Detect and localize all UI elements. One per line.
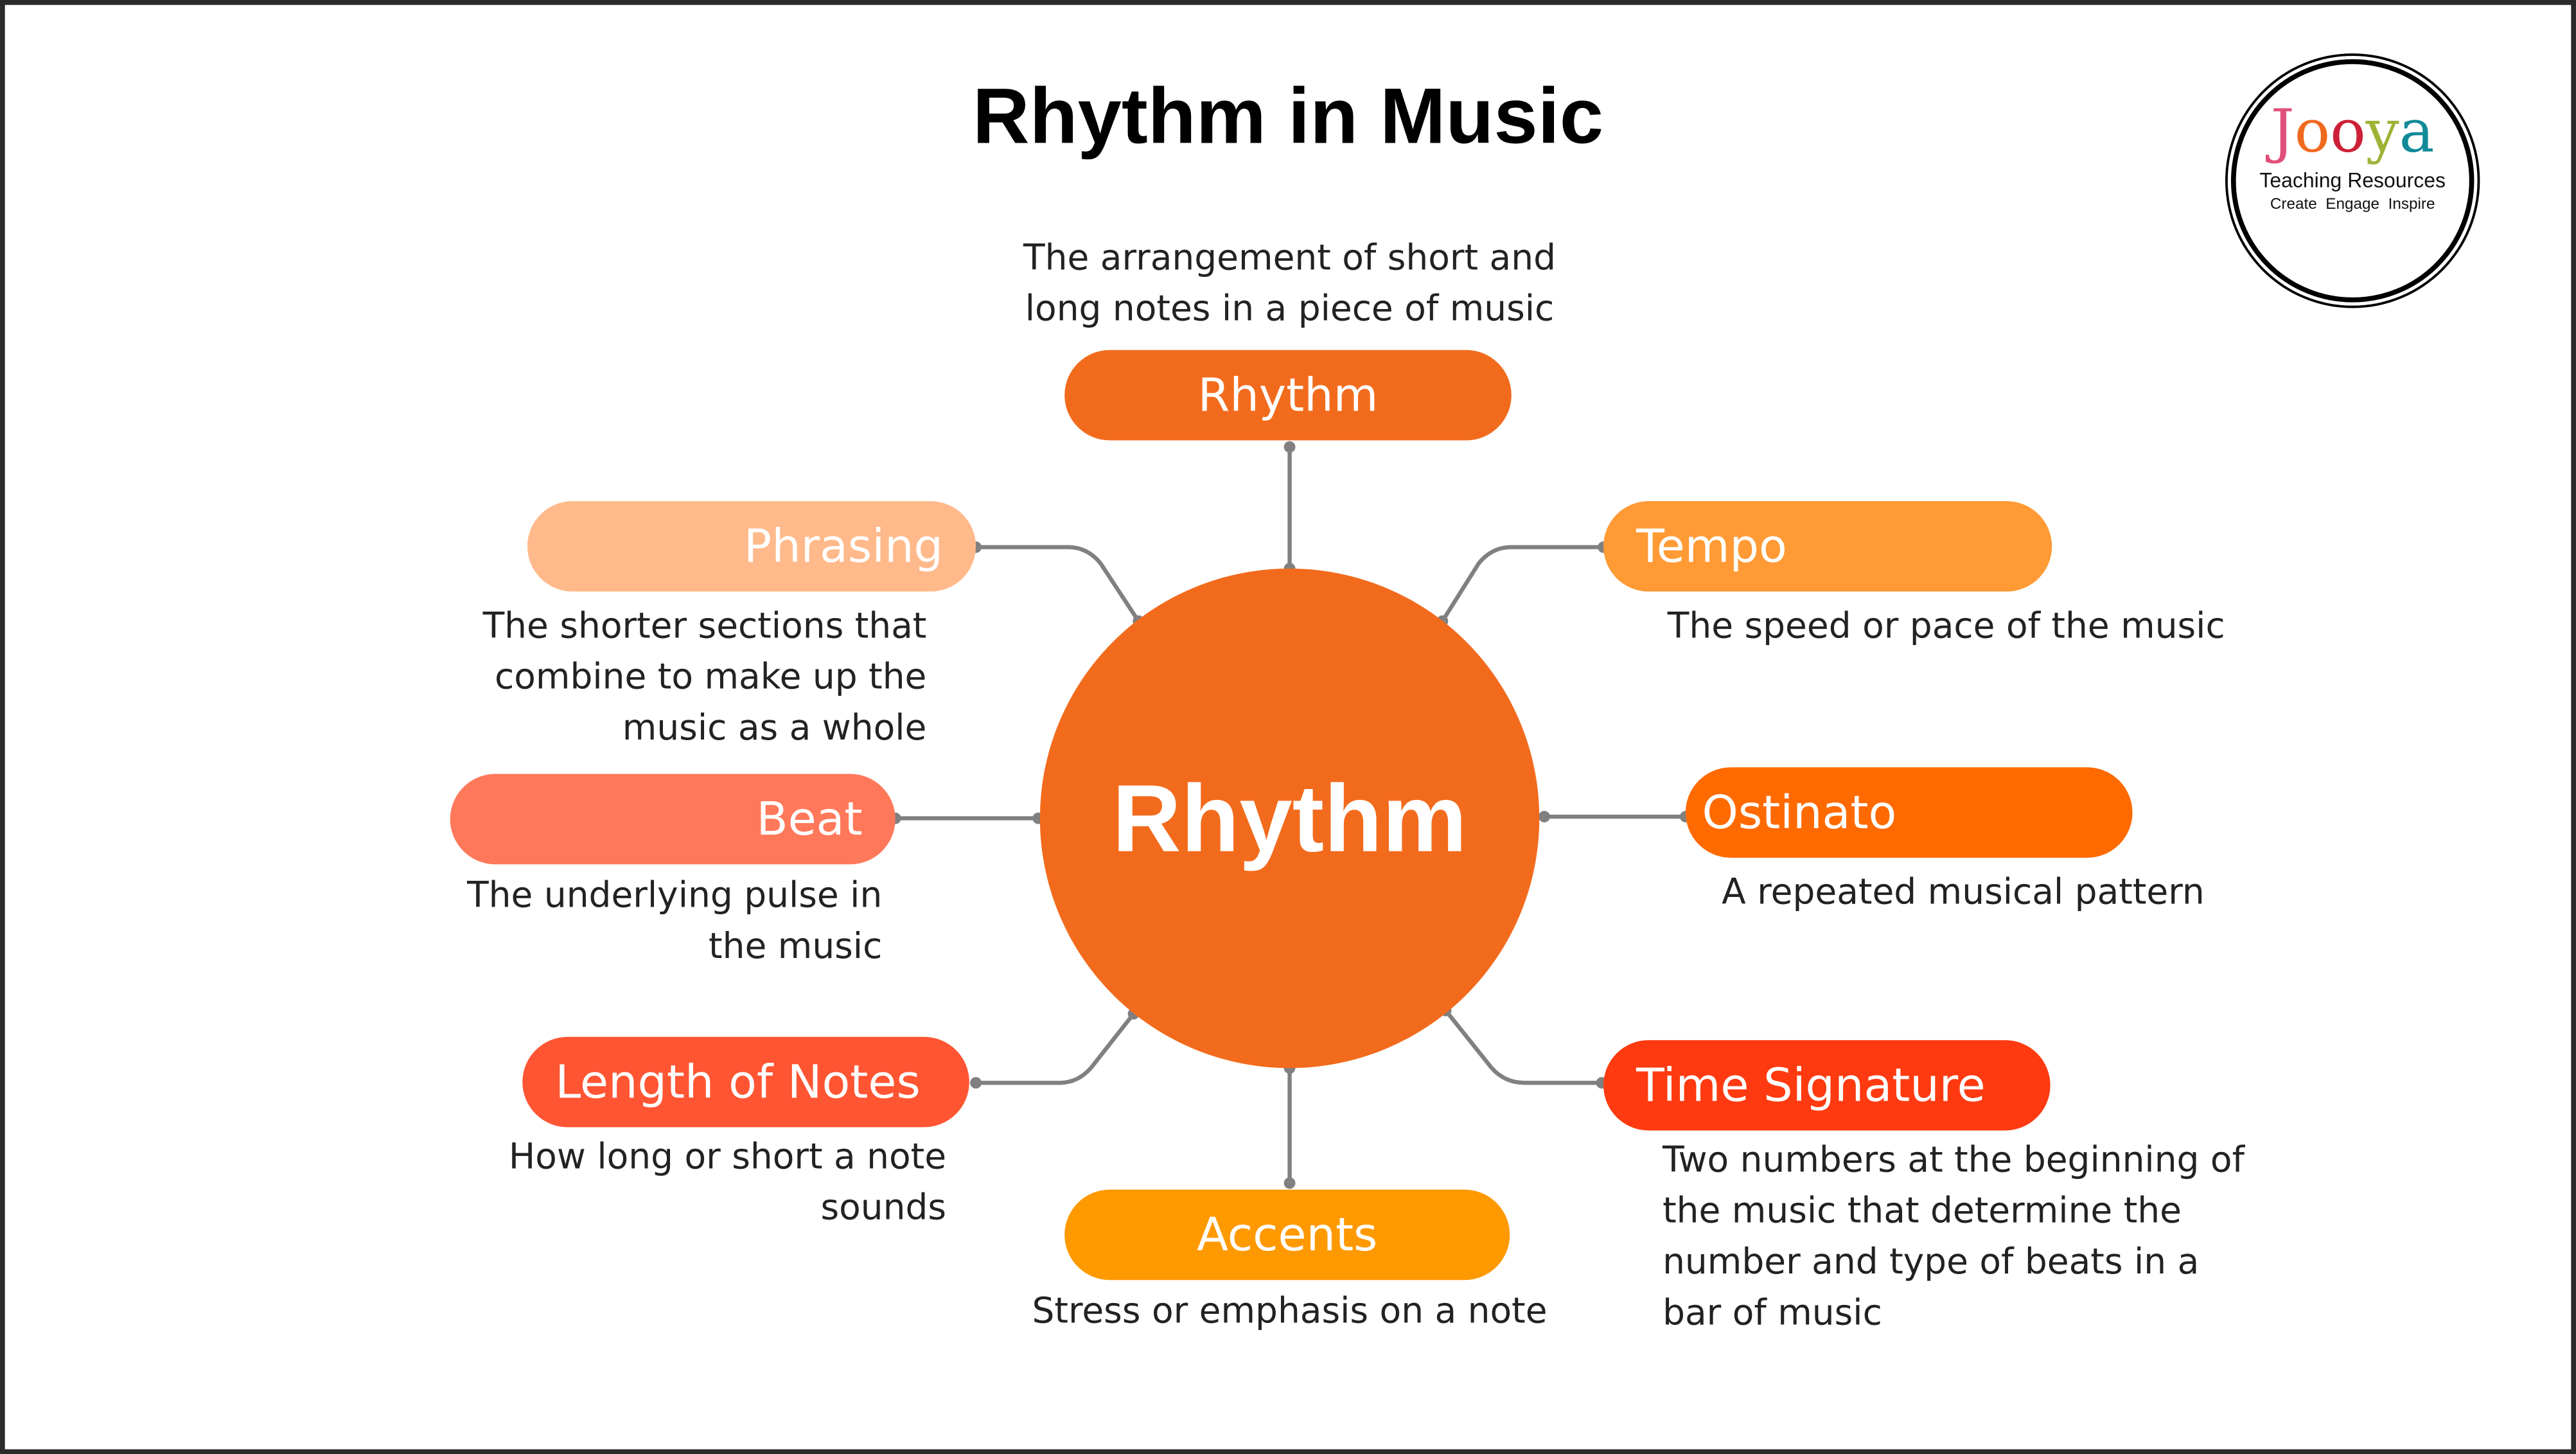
desc-line: long notes in a piece of music — [1025, 289, 1555, 331]
desc-line: The underlying pulse in — [467, 876, 883, 918]
desc-phrasing: The shorter sections that combine to make… — [483, 601, 927, 754]
desc-ostinato: A repeated musical pattern — [1722, 867, 2205, 918]
jooya-logo: Jooya Teaching Resources Create Engage I… — [2230, 59, 2475, 303]
connector-timesig — [1444, 1009, 1602, 1085]
node-time-signature: Time Signature — [1603, 1040, 2051, 1131]
connector-length — [976, 1012, 1136, 1085]
node-tempo: Tempo — [1603, 501, 2052, 592]
desc-line: The speed or pace of the music — [1667, 606, 2225, 648]
logo-tagline: Teaching Resources — [2259, 169, 2446, 193]
desc-line: Two numbers at the beginning of — [1663, 1140, 2245, 1182]
central-topic: Rhythm — [1039, 568, 1540, 1068]
desc-tempo: The speed or pace of the music — [1668, 601, 2225, 652]
desc-line: music as a whole — [622, 708, 927, 750]
desc-line: sounds — [820, 1188, 947, 1229]
node-length-of-notes: Length of Notes — [522, 1036, 969, 1128]
desc-line: the music — [709, 926, 883, 968]
logo-letter: o — [2294, 98, 2331, 166]
desc-line: The shorter sections that — [482, 606, 927, 648]
node-phrasing: Phrasing — [527, 501, 976, 592]
desc-line: How long or short a note — [508, 1137, 947, 1178]
desc-line: combine to make up the — [495, 657, 927, 698]
logo-letter: J — [2270, 98, 2295, 166]
logo-brand: Jooya — [2236, 100, 2469, 166]
logo-slogan: Create Engage Inspire — [2270, 195, 2435, 214]
desc-rhythm: The arrangement of short and long notes i… — [961, 233, 1618, 335]
node-accents: Accents — [1064, 1189, 1510, 1281]
desc-line: A repeated musical pattern — [1722, 872, 2205, 914]
desc-beat: The underlying pulse in the music — [467, 871, 882, 973]
node-ostinato: Ostinato — [1685, 767, 2133, 858]
desc-line: Stress or emphasis on a note — [1032, 1291, 1548, 1333]
page-title: Rhythm in Music — [972, 74, 1604, 161]
desc-length-of-notes: How long or short a note sounds — [509, 1132, 946, 1234]
connector-tempo — [1440, 545, 1604, 623]
desc-line: The arrangement of short and — [1023, 238, 1557, 279]
desc-line: number and type of beats in a — [1663, 1242, 2200, 1284]
desc-line: bar of music — [1663, 1293, 1882, 1334]
node-beat: Beat — [450, 774, 895, 865]
connector-phrasing — [976, 545, 1140, 623]
logo-letter: o — [2330, 98, 2366, 166]
logo-letter: a — [2399, 98, 2435, 166]
logo-letter: y — [2365, 98, 2399, 166]
desc-time-signature: Two numbers at the beginning of the music… — [1663, 1135, 2245, 1339]
desc-line: the music that determine the — [1663, 1191, 2182, 1233]
desc-accents: Stress or emphasis on a note — [961, 1286, 1618, 1337]
node-rhythm: Rhythm — [1064, 350, 1512, 441]
